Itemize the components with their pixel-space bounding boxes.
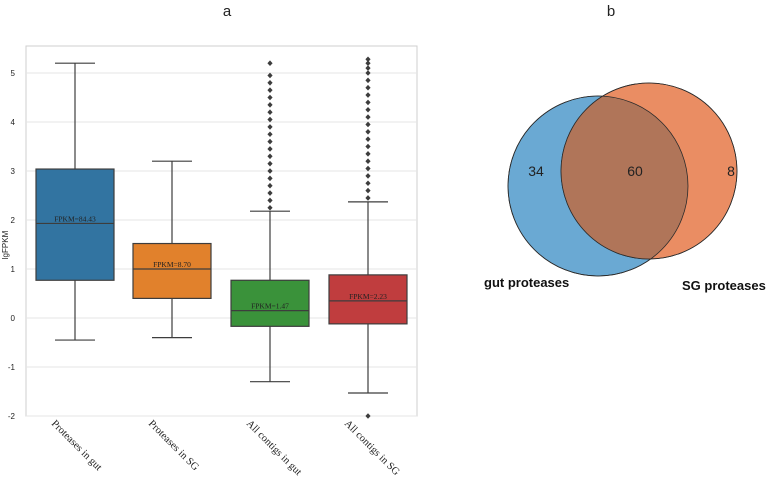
outlier-point xyxy=(267,80,273,86)
y-axis-ticks: -2 -1 0 1 2 3 4 5 xyxy=(8,69,16,421)
box-iqr xyxy=(35,168,115,281)
outlier-point xyxy=(365,60,371,66)
outlier-point xyxy=(365,70,371,76)
y-tick-label: 0 xyxy=(11,314,16,323)
outlier-point xyxy=(267,182,273,189)
outlier-point xyxy=(365,99,371,106)
panel-letter-b: b xyxy=(607,3,615,20)
venn-outline-gut xyxy=(507,95,689,277)
outlier-point xyxy=(267,146,273,152)
y-tick-label: -1 xyxy=(8,363,16,372)
outlier-point xyxy=(365,165,371,172)
outlier-point xyxy=(267,131,273,138)
box-group: FPKM=84.43 xyxy=(35,62,115,341)
outlier-point xyxy=(267,204,273,211)
y-tick-label: 1 xyxy=(11,265,16,274)
x-category-label: All contigs in gut xyxy=(244,418,304,478)
median-annotation: FPKM=8.70 xyxy=(153,260,191,269)
outlier-point xyxy=(365,151,371,157)
outlier-point xyxy=(267,72,273,79)
box-iqr xyxy=(132,242,212,300)
y-tick-label: 3 xyxy=(11,167,16,176)
outlier-point xyxy=(267,168,273,174)
venn-overlap-region xyxy=(561,96,688,259)
outlier-point xyxy=(365,143,371,150)
venn-label-gut-proteases: gut proteases xyxy=(484,275,569,290)
x-category-label: All contigs in SG xyxy=(342,418,402,478)
outlier-point xyxy=(365,65,371,71)
median-annotation: FPKM=84.43 xyxy=(54,214,96,223)
outlier-point xyxy=(267,160,273,167)
outlier-point xyxy=(365,129,371,135)
outlier-point xyxy=(365,195,371,201)
outlier-point xyxy=(267,197,273,204)
median-annotation: FPKM=1.47 xyxy=(251,302,289,311)
y-tick-label: 2 xyxy=(11,216,16,225)
box-iqr xyxy=(328,274,408,325)
panel-letter-a: a xyxy=(223,3,232,20)
box-group: FPKM=2.23 xyxy=(328,56,408,419)
outlier-point xyxy=(365,180,371,187)
outlier-point xyxy=(365,173,371,179)
median-annotation: FPKM=2.23 xyxy=(349,292,387,301)
box-iqr xyxy=(230,279,310,327)
outlier-point xyxy=(365,92,371,98)
box-group: FPKM=1.47 xyxy=(230,60,310,383)
outlier-point xyxy=(365,114,371,120)
x-category-label: Proteases in gut xyxy=(49,418,104,473)
y-axis-label: lgFPKM xyxy=(1,230,10,259)
outlier-point xyxy=(267,190,273,196)
outlier-point xyxy=(365,121,371,128)
venn-label-sg-proteases: SG proteases xyxy=(682,278,766,293)
venn-outline-sg xyxy=(560,82,738,260)
outlier-point xyxy=(267,153,273,160)
venn-count-sg-only: 8 xyxy=(727,163,735,179)
y-tick-label: 5 xyxy=(11,69,16,78)
outlier-point xyxy=(267,94,273,101)
outlier-point xyxy=(267,87,273,93)
outlier-point xyxy=(365,413,371,419)
x-axis-category-labels: Proteases in gut Proteases in SG All conti… xyxy=(49,418,402,478)
outlier-point xyxy=(365,158,371,164)
outlier-point xyxy=(267,124,273,130)
y-tick-label: -2 xyxy=(8,412,16,421)
outlier-point xyxy=(365,56,371,63)
outlier-point xyxy=(365,136,371,142)
outlier-point xyxy=(365,84,371,91)
outlier-point xyxy=(267,109,273,115)
outlier-point xyxy=(365,106,371,113)
venn-count-gut-only: 34 xyxy=(528,163,544,179)
y-tick-label: 4 xyxy=(11,118,16,127)
venn-count-overlap: 60 xyxy=(627,163,643,179)
outlier-point xyxy=(365,77,371,84)
venn-diagram-panel: 34 60 8 gut proteases SG proteases xyxy=(484,82,766,293)
outlier-point xyxy=(267,102,273,108)
outlier-point xyxy=(365,187,371,194)
box-group: FPKM=8.70 xyxy=(132,160,212,339)
outlier-point xyxy=(267,116,273,123)
x-category-label: Proteases in SG xyxy=(146,418,201,473)
outlier-point xyxy=(267,60,273,66)
outlier-point xyxy=(267,175,273,182)
outlier-point xyxy=(267,138,273,145)
